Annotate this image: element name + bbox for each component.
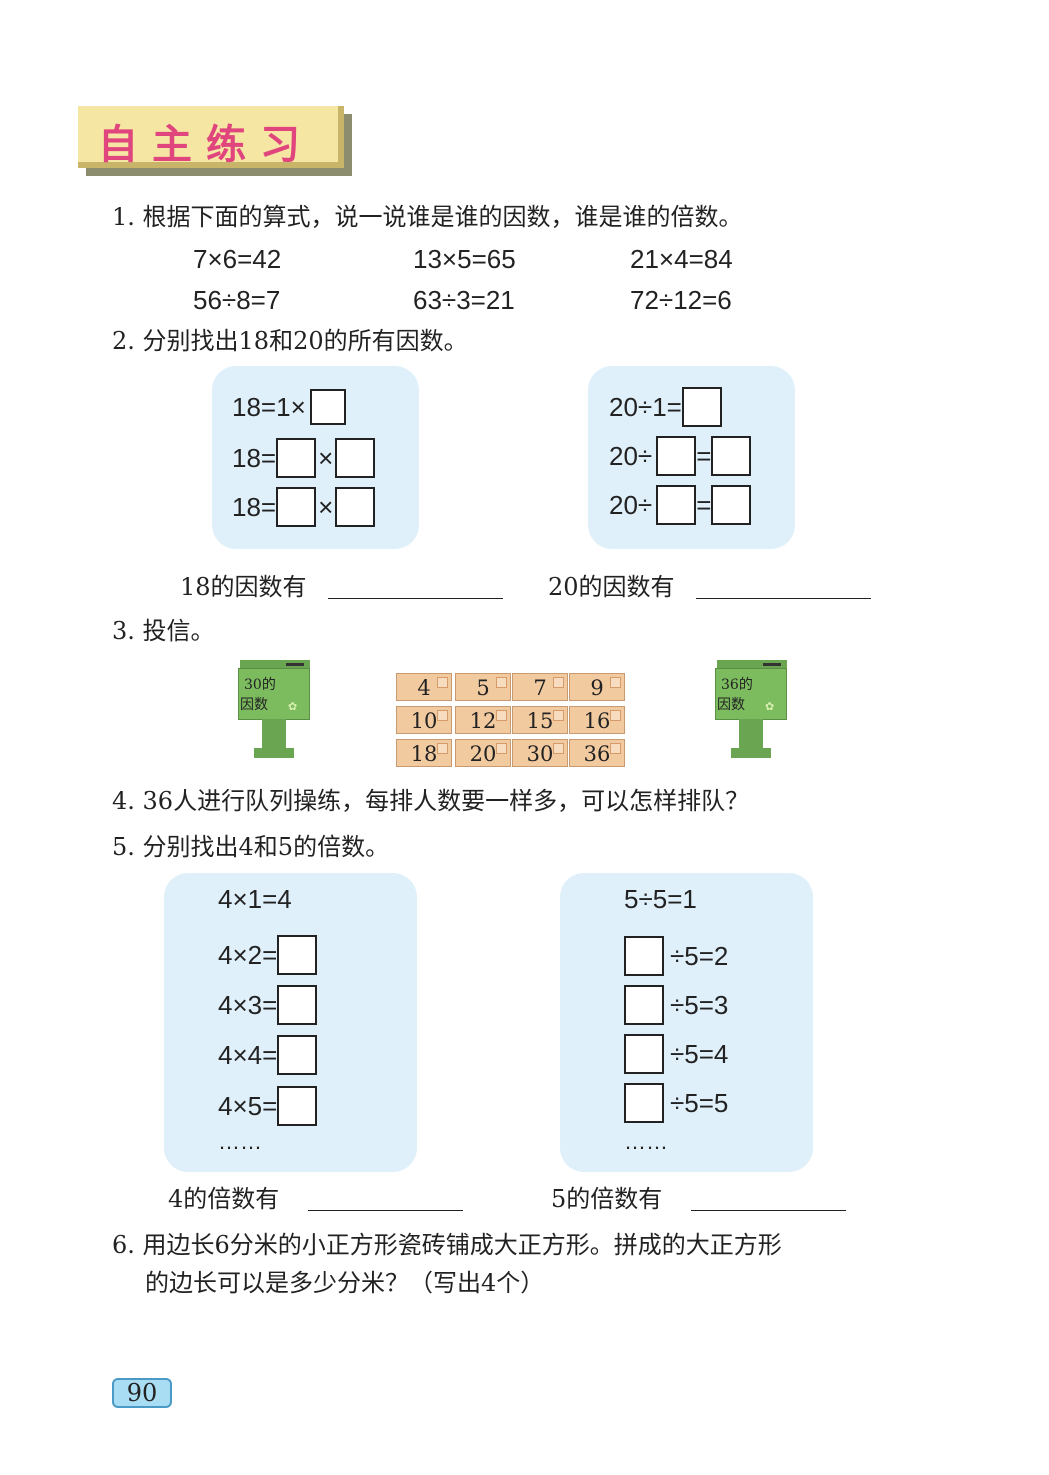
question-3: 3. 投信。 xyxy=(112,617,215,645)
multiple-panel-5 xyxy=(560,873,813,1172)
leaf-icon: ✿ xyxy=(288,700,298,713)
answer-box[interactable] xyxy=(624,1083,664,1123)
factor-row: 18= × xyxy=(232,487,376,527)
answer-box[interactable] xyxy=(277,985,318,1025)
letter-card[interactable]: 4 xyxy=(396,673,452,701)
answer-blank[interactable] xyxy=(696,598,871,599)
answer-box[interactable] xyxy=(277,1035,318,1075)
factor-row: 20÷ = xyxy=(609,436,752,476)
letter-card[interactable]: 7 xyxy=(512,673,568,701)
multiple-row: 4×1=4 xyxy=(218,883,292,914)
question-5: 5. 分别找出4和5的倍数。 xyxy=(112,833,390,861)
multiple-row: ÷5=2 xyxy=(624,936,728,976)
section-title: 自主练习 xyxy=(98,122,314,168)
answer-box[interactable] xyxy=(624,936,664,976)
equation: 7×6=42 xyxy=(193,244,282,274)
equation: 56÷8=7 xyxy=(193,285,281,315)
letter-card[interactable]: 16 xyxy=(569,706,625,734)
letter-card[interactable]: 20 xyxy=(455,739,511,767)
ellipsis: …… xyxy=(218,1129,262,1154)
answer-box[interactable] xyxy=(624,985,664,1025)
mail-slot xyxy=(763,663,781,666)
answer-box[interactable] xyxy=(711,436,752,476)
multiple-row: 4×4= xyxy=(218,1035,318,1075)
multiple-row: ÷5=3 xyxy=(624,985,728,1025)
page-number: 90 xyxy=(112,1378,172,1408)
answer-label-4: 4的倍数有 xyxy=(168,1185,280,1213)
answer-label-18: 18的因数有 xyxy=(180,573,307,601)
question-4: 4. 36人进行队列操练，每排人数要一样多，可以怎样排队？ xyxy=(112,787,750,815)
equation: 63÷3=21 xyxy=(413,285,515,315)
letter-card[interactable]: 9 xyxy=(569,673,625,701)
answer-box[interactable] xyxy=(711,485,752,525)
answer-box[interactable] xyxy=(656,436,697,476)
factor-row: 18= × xyxy=(232,438,376,478)
answer-label-5: 5的倍数有 xyxy=(551,1185,663,1213)
answer-box[interactable] xyxy=(276,438,317,478)
answer-box[interactable] xyxy=(624,1034,664,1074)
question-6: 6. 用边长6分米的小正方形瓷砖铺成大正方形。拼成的大正方形 xyxy=(112,1231,782,1259)
leaf-icon: ✿ xyxy=(765,700,775,713)
answer-blank[interactable] xyxy=(308,1210,463,1211)
answer-box[interactable] xyxy=(335,487,376,527)
section-banner xyxy=(78,106,344,168)
multiple-row: ÷5=5 xyxy=(624,1083,728,1123)
answer-box[interactable] xyxy=(656,485,697,525)
letter-card[interactable]: 15 xyxy=(512,706,568,734)
multiple-row: 5÷5=1 xyxy=(624,883,697,914)
multiple-row: 4×2= xyxy=(218,935,318,975)
multiple-row: 4×5= xyxy=(218,1086,318,1126)
letter-card[interactable]: 36 xyxy=(569,739,625,767)
factor-row: 20÷ = xyxy=(609,485,752,525)
answer-blank[interactable] xyxy=(328,598,503,599)
answer-box[interactable] xyxy=(335,438,376,478)
equation: 72÷12=6 xyxy=(630,285,732,315)
letter-card[interactable]: 5 xyxy=(455,673,511,701)
letter-card[interactable]: 18 xyxy=(396,739,452,767)
ellipsis: …… xyxy=(624,1129,668,1154)
question-2: 2. 分别找出18和20的所有因数。 xyxy=(112,327,468,355)
question-6-continued: 的边长可以是多少分米？（写出4个） xyxy=(145,1269,545,1297)
multiple-row: ÷5=4 xyxy=(624,1034,728,1074)
letter-card[interactable]: 10 xyxy=(396,706,452,734)
multiple-row: 4×3= xyxy=(218,985,318,1025)
question-1: 1. 根据下面的算式，说一说谁是谁的因数，谁是谁的倍数。 xyxy=(112,203,743,231)
factor-row: 18=1× xyxy=(232,387,346,427)
answer-box[interactable] xyxy=(681,387,722,427)
answer-box[interactable] xyxy=(277,935,318,975)
factor-row: 20÷1= xyxy=(609,387,722,427)
letter-card[interactable]: 30 xyxy=(512,739,568,767)
answer-box[interactable] xyxy=(276,487,317,527)
mail-slot xyxy=(286,663,304,666)
equation: 21×4=84 xyxy=(630,244,733,274)
equation: 13×5=65 xyxy=(413,244,516,274)
answer-box[interactable] xyxy=(277,1086,318,1126)
answer-box[interactable] xyxy=(309,389,346,425)
answer-label-20: 20的因数有 xyxy=(548,573,675,601)
answer-blank[interactable] xyxy=(691,1210,846,1211)
letter-card[interactable]: 12 xyxy=(455,706,511,734)
